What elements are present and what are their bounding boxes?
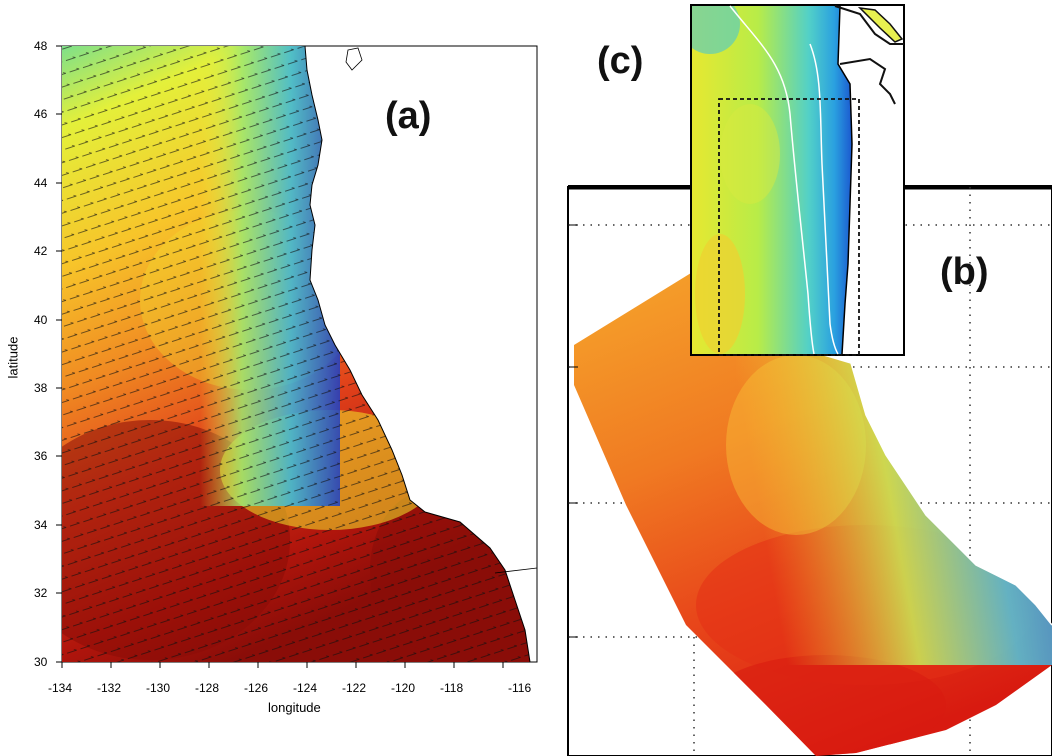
x-tick-label: -124 (293, 681, 318, 695)
panel-a-label: (a) (385, 95, 432, 137)
panel-b-label: (b) (940, 251, 989, 293)
x-tick-label: -132 (97, 681, 122, 695)
y-tick-label: 42 (34, 244, 48, 258)
y-tick-label: 32 (34, 586, 48, 600)
x-tick-label: -130 (146, 681, 171, 695)
y-tick-label: 38 (34, 381, 48, 395)
y-tick-label: 36 (34, 449, 48, 463)
y-tick-label: 40 (34, 313, 48, 327)
y-tick-label: 34 (34, 518, 48, 532)
x-tick-label: -118 (440, 681, 464, 695)
x-axis-title: longitude (268, 700, 321, 715)
y-tick-label: 48 (34, 39, 48, 53)
panel-a-map (56, 45, 538, 668)
x-tick-label: -128 (195, 681, 220, 695)
y-tick-label: 30 (34, 655, 48, 669)
y-tick-label: 46 (34, 107, 48, 121)
x-tick-label: -122 (342, 681, 367, 695)
x-tick-label: -134 (48, 681, 73, 695)
y-axis-title: latitude (5, 336, 21, 379)
panel-c-map (690, 4, 905, 356)
panel-a: -134 -132 -130 -128 -126 -124 -122 -120 … (5, 39, 538, 715)
y-tick-label: 44 (34, 176, 48, 190)
x-tick-label: -116 (508, 681, 532, 695)
x-tick-label: -126 (244, 681, 269, 695)
panel-c-label: (c) (597, 40, 644, 82)
x-tick-label: -120 (391, 681, 416, 695)
panel-c (690, 4, 906, 356)
